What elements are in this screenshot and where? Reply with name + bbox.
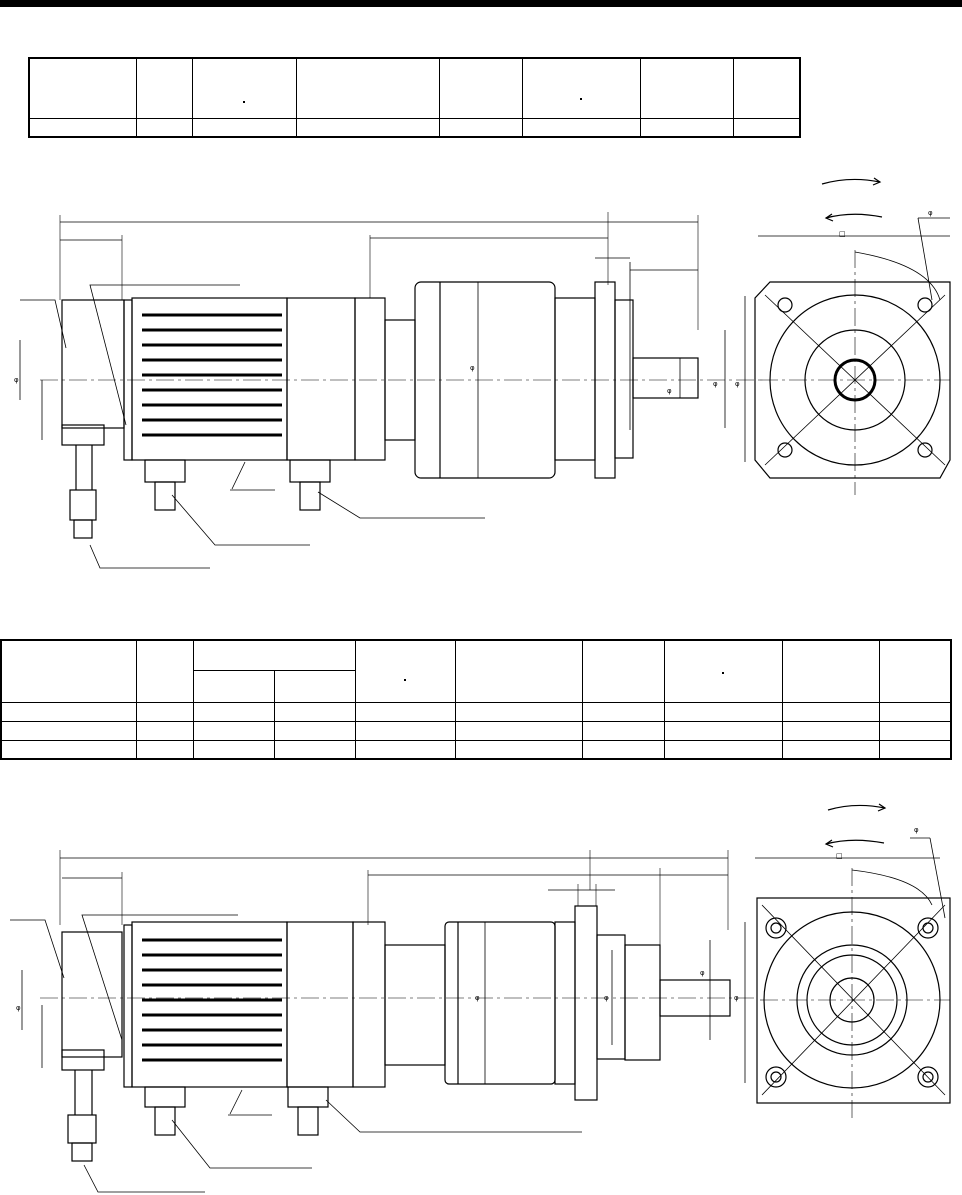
- table-cell: [663, 701, 783, 722]
- table-cell: [354, 701, 456, 722]
- table-cell: [192, 639, 356, 671]
- table-cell: [781, 739, 880, 760]
- table-cell: [663, 739, 783, 760]
- table-cell: [192, 739, 275, 760]
- table-cell: [438, 117, 523, 138]
- diameter-symbol: φ: [914, 826, 919, 834]
- table-cell: [28, 57, 137, 119]
- table-cell: [354, 720, 456, 741]
- diameter-symbol: φ: [700, 969, 705, 977]
- table-cell: [192, 701, 275, 722]
- table-cell: [273, 739, 356, 760]
- table-cell: [663, 720, 783, 741]
- table-row: [28, 117, 801, 138]
- table-cell: [192, 720, 275, 741]
- square-symbol: □: [839, 230, 846, 238]
- spec-table-2: [0, 639, 952, 760]
- diameter-symbol: φ: [16, 1004, 21, 1012]
- table-cell: [438, 57, 523, 119]
- diameter-symbol: φ: [713, 380, 718, 388]
- diameter-symbol: φ: [667, 387, 672, 395]
- table-cell: [135, 701, 194, 722]
- table-cell: [663, 639, 783, 703]
- table-cell: [28, 117, 137, 138]
- table-cell: [581, 720, 665, 741]
- table-cell: [135, 720, 194, 741]
- table-row: [0, 739, 952, 760]
- diameter-symbol: φ: [604, 994, 609, 1002]
- table-header-row: [28, 57, 801, 119]
- table-cell: [521, 57, 641, 119]
- table-cell: [454, 739, 583, 760]
- table-cell: [781, 639, 880, 703]
- table-cell: [0, 701, 137, 722]
- motor-drawing-2: φ φ φ φ φ □ φ: [10, 803, 951, 1193]
- table-cell: [581, 739, 665, 760]
- table-cell: [639, 57, 734, 119]
- table-cell: [354, 639, 456, 703]
- table-cell: [135, 57, 193, 119]
- table-cell: [454, 639, 583, 703]
- table-cell: [581, 701, 665, 722]
- diameter-symbol: φ: [470, 364, 475, 372]
- diameter-symbol: φ: [735, 380, 740, 388]
- table-row: [0, 720, 952, 741]
- decimal-mark: [404, 678, 406, 681]
- decimal-mark: [243, 100, 245, 103]
- table-cell: [732, 57, 801, 119]
- table-cell: [273, 720, 356, 741]
- table-cell: [878, 701, 952, 722]
- table-cell: [781, 720, 880, 741]
- table-cell: [0, 720, 137, 741]
- diameter-symbol: φ: [14, 376, 19, 384]
- table-cell: [354, 739, 456, 760]
- table-cell: [135, 639, 194, 703]
- page-header-bar: [0, 0, 962, 7]
- table-cell: [273, 669, 356, 703]
- table-cell: [191, 117, 297, 138]
- table-cell: [273, 701, 356, 722]
- table-cell: [521, 117, 641, 138]
- spec-table-1: [28, 57, 801, 138]
- table-cell: [0, 639, 137, 703]
- table-cell: [454, 720, 583, 741]
- table-subheader-row: [1, 669, 951, 703]
- table-cell: [192, 669, 275, 703]
- decimal-mark: [580, 97, 582, 100]
- decimal-mark: [722, 671, 724, 674]
- table-cell: [732, 117, 801, 138]
- table-cell: [295, 117, 440, 138]
- table-cell: [135, 739, 194, 760]
- table-header-row: [0, 639, 952, 703]
- table-cell: [878, 639, 952, 703]
- table-cell: [878, 720, 952, 741]
- table-cell: [135, 117, 193, 138]
- table-cell: [0, 739, 137, 760]
- table-cell: [191, 57, 297, 119]
- table-row: [0, 701, 952, 722]
- square-symbol: □: [836, 852, 843, 860]
- table-cell: [581, 639, 665, 703]
- motor-drawing-1: φ φ φ φ φ □ φ: [14, 177, 951, 569]
- table-cell: [878, 739, 952, 760]
- table-cell: [454, 701, 583, 722]
- diameter-symbol: φ: [475, 994, 480, 1002]
- table-cell: [295, 57, 440, 119]
- diameter-symbol: φ: [928, 209, 933, 217]
- table-cell: [781, 701, 880, 722]
- table-cell: [639, 117, 734, 138]
- diameter-symbol: φ: [734, 994, 739, 1002]
